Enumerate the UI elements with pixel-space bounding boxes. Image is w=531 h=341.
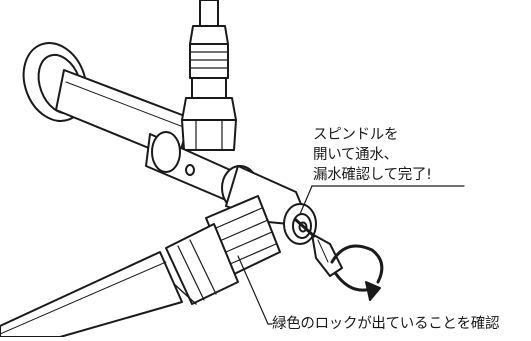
- callout-check-leader: [237, 255, 273, 325]
- callout-open-pointer: [299, 185, 313, 215]
- instruction-line: スピンドルを: [313, 127, 399, 143]
- quick-coupling: [149, 195, 281, 305]
- upper-pipe: [181, 0, 237, 151]
- open-spindle-instruction: スピンドルを 開いて通水、 漏水確認して完了!: [313, 125, 432, 185]
- check-lock-instruction: 緑色のロックが出ていることを確認: [272, 316, 500, 332]
- instruction-line: 漏水確認して完了!: [313, 167, 432, 183]
- instruction-line: 開いて通水、: [313, 147, 398, 163]
- rotate-arrow-icon: [330, 244, 384, 301]
- hose: [0, 251, 183, 338]
- screwdriver: [294, 218, 343, 277]
